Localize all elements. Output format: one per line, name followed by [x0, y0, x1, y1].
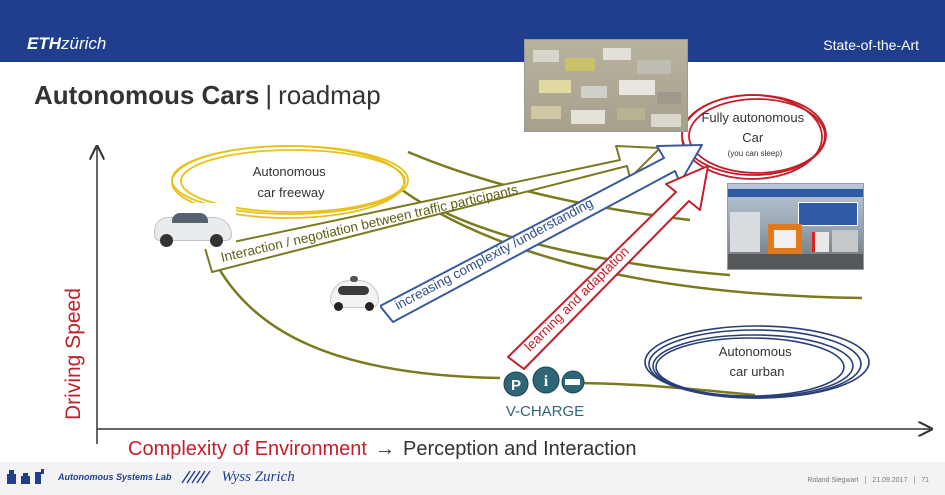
fully-autonomous-label: Fully autonomous Car (you can sleep): [701, 109, 808, 158]
y-axis-label: Driving Speed: [62, 288, 85, 420]
arrow-learning-label: learning and adaptation: [522, 244, 632, 354]
freeway-label: Autonomous car freeway: [253, 164, 330, 200]
slide-title-sub: roadmap: [278, 80, 381, 110]
section-title: State-of-the-Art: [823, 37, 919, 53]
vcharge-label: V-CHARGE: [506, 403, 584, 420]
audi-car-photo: [148, 203, 236, 249]
x-axis-label: Complexity of Environment→Perception and…: [128, 438, 636, 460]
ellipse-fully-autonomous: [681, 94, 827, 180]
lab-name: Autonomous Systems Lab: [58, 472, 172, 482]
urban-label: Autonomous car urban: [719, 344, 796, 379]
wyss-zurich-logo: Wyss Zurich: [221, 468, 295, 485]
curve-freeway: [203, 239, 501, 380]
wyss-logo-icon: [180, 470, 211, 484]
vcharge-logo: P i V-CHARGE: [503, 366, 585, 420]
info-icon: [532, 366, 560, 394]
header-bar: ETHzürich State-of-the-Art: [0, 0, 945, 62]
svg-text:P: P: [511, 377, 521, 394]
footer: Autonomous Systems Lab Wyss Zurich Rolan…: [0, 462, 945, 495]
ellipse-urban: [644, 325, 870, 399]
construction-site-photo: [727, 183, 864, 270]
arrow-learning: [507, 165, 709, 370]
footer-meta: Roland Siegwart | 21.09.2017 | 71: [807, 477, 929, 484]
parking-icon: [503, 371, 529, 397]
slide-title-main: Autonomous Cars: [34, 80, 260, 110]
page-number: 71: [921, 477, 929, 484]
svg-text:i: i: [544, 373, 549, 390]
ellipse-freeway: [171, 145, 409, 219]
lab-robots-icon: [7, 469, 44, 484]
arrow-complexity: [379, 144, 703, 323]
date: 21.09.2017: [872, 477, 908, 484]
curve-mid: [439, 208, 731, 277]
google-car-photo: [328, 272, 380, 312]
arrow-interaction: [204, 145, 661, 273]
lab-logo: Autonomous Systems Lab Wyss Zurich: [6, 468, 295, 486]
curve-vcharge: [569, 381, 756, 397]
slide-title-separator: |: [265, 80, 273, 110]
slide-title: Autonomous Cars|roadmap: [34, 80, 381, 111]
author: Roland Siegwart: [807, 477, 859, 484]
traffic-jam-photo: [524, 39, 688, 132]
eth-logo: ETHzürich: [27, 34, 107, 53]
